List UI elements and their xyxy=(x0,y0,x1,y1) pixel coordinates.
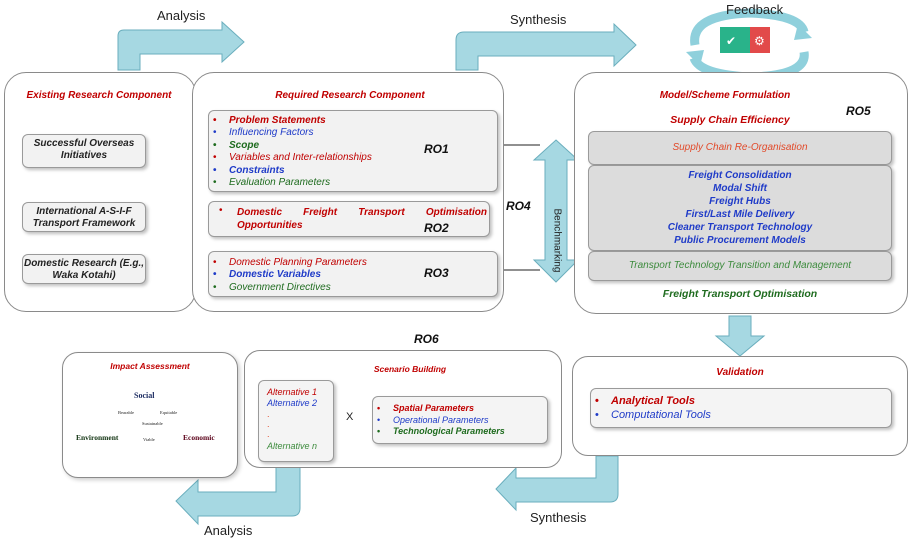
ro1-label: RO1 xyxy=(424,142,449,156)
down-arrow xyxy=(714,315,766,357)
measure-item: Freight Consolidation xyxy=(688,170,792,181)
reorg-text: Supply Chain Re-Organisation xyxy=(672,142,808,153)
alt-2: Alternative 2 xyxy=(267,398,318,408)
venn-economic: Economic xyxy=(183,433,215,442)
venn-equitable: Equitable xyxy=(160,410,178,415)
analysis-label-bottom: Analysis xyxy=(204,523,253,538)
model-footer: Freight Transport Optimisation xyxy=(662,288,818,300)
alt-dot-1: . xyxy=(267,409,270,419)
ro1-bullet-item: Evaluation Parameters xyxy=(209,177,497,190)
validation-tool-item: Analytical Tools xyxy=(591,394,891,408)
venn-bearable: Bearable xyxy=(118,410,134,415)
impact-panel xyxy=(62,352,238,478)
ro3-label: RO3 xyxy=(424,266,449,280)
existing-research-title: Existing Research Component xyxy=(26,90,172,101)
ro6-label: RO6 xyxy=(414,332,439,346)
venn-environment: Environment xyxy=(76,433,119,442)
synthesis-label-top: Synthesis xyxy=(510,12,567,27)
ro1-box: Problem StatementsInfluencing FactorsSco… xyxy=(208,110,498,192)
measure-item: Freight Hubs xyxy=(709,196,771,207)
scenario-title: Scenario Building xyxy=(373,364,447,374)
alt-n: Alternative n xyxy=(267,441,318,451)
ro3-box: Domestic Planning ParametersDomestic Var… xyxy=(208,251,498,297)
existing-item-overseas: Successful Overseas Initiatives xyxy=(22,134,146,168)
benchmarking-label: Benchmarking xyxy=(552,209,563,273)
analysis-arrow-bottom xyxy=(175,461,301,526)
benchmarking-arrow xyxy=(532,139,580,283)
feedback-label: Feedback xyxy=(726,2,784,17)
venn-center: Sustainable xyxy=(142,421,163,426)
measure-item: Cleaner Transport Technology xyxy=(667,222,813,233)
venn-social: Social xyxy=(134,391,155,400)
ro3-bullet-item: Government Directives xyxy=(209,282,497,295)
model-subtitle: Supply Chain Efficiency xyxy=(670,114,790,126)
ro2-box: • Domestic Freight Transport Optimisatio… xyxy=(208,201,490,237)
measure-item: First/Last Mile Delivery xyxy=(685,209,795,220)
existing-item-asif: International A-S-I-F Transport Framewor… xyxy=(22,202,146,232)
validation-box: Analytical ToolsComputational Tools xyxy=(590,388,892,428)
required-research-title: Required Research Component xyxy=(275,90,425,101)
synthesis-label-bottom: Synthesis xyxy=(530,510,587,525)
alt-1: Alternative 1 xyxy=(267,387,318,397)
feedback-cycle-icon: ✔ ⚙ xyxy=(686,8,812,82)
ro2-bullet: • xyxy=(219,205,223,216)
alt-dot-2: . xyxy=(267,419,270,429)
ro2-label: RO2 xyxy=(424,221,449,235)
synthesis-arrow-bottom xyxy=(495,455,619,512)
scenario-param-item: Operational Parameters xyxy=(373,415,547,427)
validation-tool-item: Computational Tools xyxy=(591,408,891,422)
analysis-arrow-top xyxy=(117,20,245,71)
ro2-text: Domestic Freight Transport Optimisation … xyxy=(237,207,487,231)
venn-viable: Viable xyxy=(143,437,155,442)
ro1-bullet-item: Scope xyxy=(209,140,497,153)
transition-text: Transport Technology Transition and Mana… xyxy=(628,260,852,271)
ro3-list: Domestic Planning ParametersDomestic Var… xyxy=(209,257,497,295)
analysis-label-top: Analysis xyxy=(157,8,206,23)
scenario-param-item: Spatial Parameters xyxy=(373,403,547,415)
synthesis-arrow-top xyxy=(455,22,637,71)
svg-text:✔: ✔ xyxy=(726,34,736,48)
benchmarking-text: Benchmarking xyxy=(551,208,563,273)
measure-item: Public Procurement Models xyxy=(674,235,806,246)
validation-list: Analytical ToolsComputational Tools xyxy=(591,394,891,422)
ro4-label: RO4 xyxy=(506,199,531,213)
ro5-label: RO5 xyxy=(846,104,871,118)
ro1-bullet-item: Influencing Factors xyxy=(209,127,497,140)
model-title: Model/Scheme Formulation xyxy=(659,90,791,101)
ro1-bullet-item: Variables and Inter-relationships xyxy=(209,152,497,165)
validation-title: Validation xyxy=(716,367,764,378)
times-symbol: X xyxy=(346,411,354,423)
existing-item-domestic: Domestic Research (E.g., Waka Kotahi) xyxy=(22,254,146,284)
ro1-bullet-item: Problem Statements xyxy=(209,115,497,128)
parameters-list: Spatial ParametersOperational Parameters… xyxy=(373,403,547,438)
transition-box: Transport Technology Transition and Mana… xyxy=(588,251,892,281)
alternatives-box: Alternative 1 Alternative 2 . . . Altern… xyxy=(258,380,334,462)
ro3-bullet-item: Domestic Planning Parameters xyxy=(209,257,497,270)
alt-dot-3: . xyxy=(267,429,270,439)
svg-text:⚙: ⚙ xyxy=(754,34,765,48)
parameters-box: Spatial ParametersOperational Parameters… xyxy=(372,396,548,444)
ro1-bullet-item: Constraints xyxy=(209,165,497,178)
ro3-bullet-item: Domestic Variables xyxy=(209,269,497,282)
benchmark-bracket xyxy=(497,144,540,271)
impact-title: Impact Assessment xyxy=(110,361,190,371)
ro1-list: Problem StatementsInfluencing FactorsSco… xyxy=(209,115,497,190)
measure-item: Modal Shift xyxy=(713,183,767,194)
scenario-param-item: Technological Parameters xyxy=(373,426,547,438)
reorg-box: Supply Chain Re-Organisation xyxy=(588,131,892,165)
